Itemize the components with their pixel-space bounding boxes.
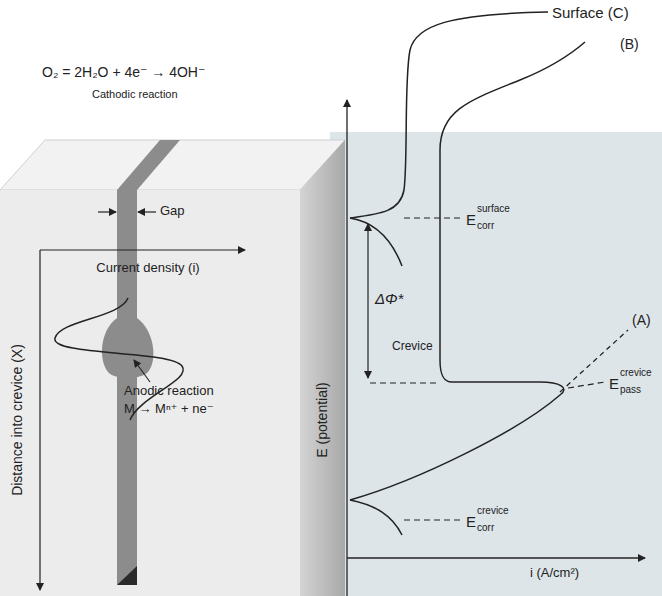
potential-subscript: pass (620, 384, 641, 396)
ecorr-surface-line (404, 217, 462, 218)
plot-panel (330, 132, 662, 596)
reaction-equation: M → Mⁿ⁺ + ne⁻ (124, 402, 214, 417)
dimension-label: Gap (160, 204, 185, 219)
cube-front (0, 190, 300, 596)
axis-label: i (A/cm²) (530, 566, 579, 581)
crevice-gap-top (117, 140, 180, 190)
extension-A (560, 330, 628, 392)
gap-arrow (98, 211, 116, 212)
reaction-equation: O₂ = 2H₂O + 4e⁻ → 4OH⁻ (42, 64, 205, 80)
leader-line (134, 360, 150, 382)
potential-subscript: corr (477, 220, 494, 232)
crevice-tip (117, 566, 137, 585)
potential-subscript: corr (477, 522, 494, 534)
reaction-label: Cathodic reaction (92, 88, 178, 101)
curve-label: (A) (632, 312, 651, 328)
curve-label: (B) (620, 36, 639, 52)
curve-label: Surface (C) (552, 4, 629, 21)
cube-top (0, 140, 345, 190)
current-axis (40, 249, 245, 250)
potential-superscript: surface (477, 203, 510, 215)
gap-arrow (138, 211, 156, 212)
potential-symbol: E (466, 211, 476, 228)
delta-phi-arrow (367, 224, 368, 378)
crevice-curve (350, 42, 585, 500)
surface-curve (350, 12, 548, 218)
potential-superscript: crevice (477, 505, 509, 517)
potential-axis (346, 100, 347, 596)
cube-side (300, 140, 345, 596)
current-axis (347, 557, 645, 558)
surface-cathodic-curve (350, 218, 402, 266)
axis-label: E (potential) (314, 382, 330, 457)
axis-label: Distance into crevice (X) (9, 344, 25, 496)
reaction-label: Anodic reaction (124, 384, 214, 399)
potential-difference: ΔΦ* (375, 290, 403, 307)
crevice-cathodic-curve (350, 500, 402, 535)
epass-line (568, 382, 605, 388)
axis-label: Current density (i) (93, 261, 203, 276)
ecorr-crevice-line (404, 519, 462, 520)
crevice-pit (102, 318, 153, 378)
potential-symbol: E (609, 375, 619, 392)
potential-symbol: E (466, 513, 476, 530)
distance-axis (39, 250, 40, 590)
potential-superscript: crevice (620, 367, 652, 379)
epass-line (370, 382, 438, 383)
curve-label: Crevice (392, 340, 433, 354)
